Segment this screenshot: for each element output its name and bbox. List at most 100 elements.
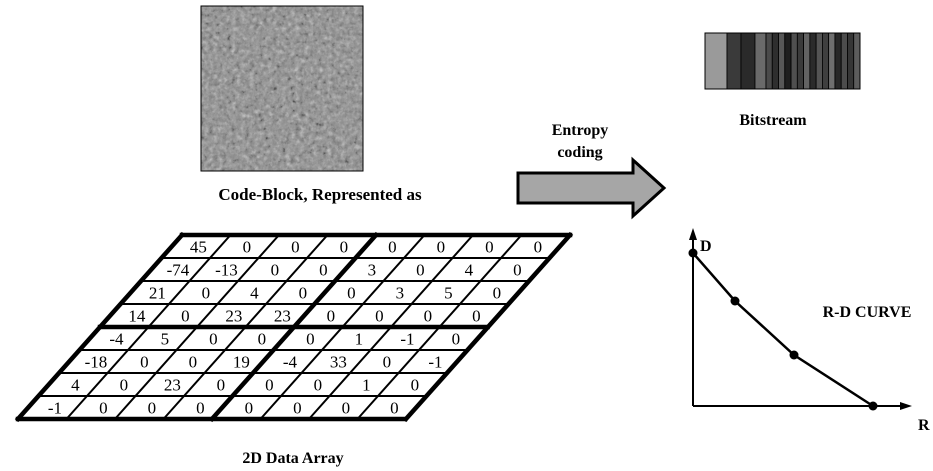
bitstream-segment: [771, 32, 779, 90]
bitstream-bar: [704, 32, 861, 90]
array-cell-value: 23: [274, 307, 291, 326]
bitstream-segment: [834, 32, 842, 90]
array-cell-value: 0: [327, 307, 336, 326]
bitstream-segment: [726, 32, 742, 90]
array-cell-value: 0: [189, 353, 198, 372]
bitstream-segment: [784, 32, 792, 90]
bitstream-segment: [847, 32, 855, 90]
array-cell-value: 0: [148, 399, 157, 418]
grid-column-line: [162, 233, 329, 421]
array-cell-value: 0: [472, 307, 481, 326]
array-cell-value: 0: [217, 376, 226, 395]
bitstream-segment: [754, 32, 767, 90]
grid-column-line: [208, 231, 380, 423]
array-cell-value: 0: [120, 376, 129, 395]
array-cell-value: 23: [225, 307, 242, 326]
array-cell-value: 0: [342, 399, 351, 418]
array-cell-value: 0: [140, 353, 149, 372]
bitstream-segment: [809, 32, 817, 90]
array-cell-value: 1: [362, 376, 371, 395]
bitstream-segment: [828, 32, 836, 90]
bitstream-segment: [853, 32, 861, 90]
array-cell-value: 0: [416, 261, 425, 280]
grid-column-line: [259, 233, 426, 421]
grid-column-line: [113, 233, 281, 421]
array-cell-value: 0: [319, 261, 328, 280]
array-cell-value: 5: [444, 284, 453, 303]
rd-point: [688, 248, 698, 258]
bitstream-segment: [740, 32, 756, 90]
array-cell-value: 3: [396, 284, 405, 303]
array-cell-value: 19: [233, 353, 250, 372]
array-cell-value: 0: [258, 330, 267, 349]
array-cell-value: 1: [355, 330, 364, 349]
bitstream-segment: [796, 32, 804, 90]
array-cell-value: 0: [306, 330, 315, 349]
code-block-image: [200, 5, 364, 172]
array-cell-value: 14: [128, 307, 146, 326]
array-cell-value: 0: [411, 376, 420, 395]
r-axis-arrowhead: [900, 402, 912, 410]
array-cell-value: -13: [215, 261, 238, 280]
array-cell-value: 0: [452, 330, 461, 349]
array-cell-value: 0: [209, 330, 218, 349]
array-cell-value: 0: [513, 261, 522, 280]
entropy-label-line2: coding: [557, 144, 602, 161]
array-cell-value: -18: [85, 353, 108, 372]
array-cell-value: 0: [291, 238, 300, 257]
array-cell-value: 0: [202, 284, 211, 303]
array-cell-value: 0: [388, 238, 397, 257]
r-axis-label: R: [918, 417, 930, 434]
array-cell-value: 0: [99, 399, 108, 418]
array-cell-value: 21: [149, 284, 166, 303]
array-cell-value: 0: [299, 284, 308, 303]
bitstream-segment: [765, 32, 773, 90]
array-cell-value: 0: [314, 376, 323, 395]
array-cell-value: 0: [383, 353, 392, 372]
rd-point: [868, 401, 878, 411]
bitstream-segment: [815, 32, 823, 90]
rd-curve-plot: [688, 228, 912, 411]
bitstream-segment: [704, 32, 728, 90]
array-cell-value: 4: [71, 376, 80, 395]
code-block-caption: Code-Block, Represented as: [218, 185, 422, 204]
array-cell-value: 45: [190, 238, 207, 257]
d-axis-arrowhead: [689, 228, 697, 240]
array-cell-value: 0: [375, 307, 384, 326]
rd-point: [730, 296, 740, 306]
data-array-caption: 2D Data Array: [242, 450, 343, 467]
array-cell-value: 4: [465, 261, 474, 280]
array-cell-value: 23: [164, 376, 181, 395]
array-cell-value: 0: [493, 284, 502, 303]
rd-point: [789, 350, 799, 360]
array-cell-value: 0: [243, 238, 252, 257]
array-cell-value: 0: [390, 399, 399, 418]
bitstream-label: Bitstream: [739, 112, 807, 129]
array-cell-value: 0: [181, 307, 190, 326]
bitstream-segment: [840, 32, 848, 90]
array-cell-value: 0: [293, 399, 302, 418]
array-cell-value: 0: [271, 261, 280, 280]
array-cell-value: 4: [250, 284, 259, 303]
grid-column-line: [402, 231, 574, 423]
array-cell-value: 0: [485, 238, 494, 257]
bitstream-segment: [790, 32, 798, 90]
grid-column-line: [65, 233, 232, 421]
array-cell-value: -74: [167, 261, 190, 280]
array-cell-value: -4: [283, 353, 298, 372]
array-cell-value: -1: [48, 399, 62, 418]
array-cell-value: 0: [534, 238, 543, 257]
entropy-coding-arrow: [516, 156, 667, 220]
grid-column-line: [307, 233, 475, 421]
bitstream-segment: [803, 32, 811, 90]
array-cell-value: 0: [340, 238, 349, 257]
array-cell-value: 33: [330, 353, 347, 372]
grid-column-line: [14, 231, 186, 423]
array-cell-value: -1: [428, 353, 442, 372]
array-cell-value: 0: [196, 399, 205, 418]
entropy-label-line1: Entropy: [552, 122, 609, 139]
rd-curve-label: R-D CURVE: [823, 304, 912, 321]
array-cell-value: 3: [368, 261, 377, 280]
